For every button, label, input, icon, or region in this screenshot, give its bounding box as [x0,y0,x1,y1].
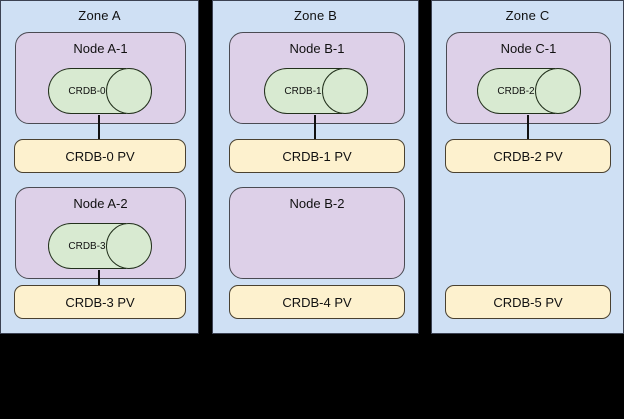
pod-crdb-1[interactable]: CRDB-1 [264,68,368,114]
pod-crdb-0[interactable]: CRDB-0 [48,68,152,114]
pod-cylinder-cap-icon [322,68,368,114]
pv-crdb-2-pv[interactable]: CRDB-2 PV [445,139,611,173]
zone-c-title: Zone C [505,8,550,23]
node-b-1-box[interactable]: Node B-1 CRDB-1 [229,32,405,124]
node-a-2-box[interactable]: Node A-2 CRDB-3 [15,187,186,279]
node-a-2-label: Node A-2 [73,196,128,211]
node-c-1-label: Node C-1 [500,41,557,56]
pv-crdb-1-pv[interactable]: CRDB-1 PV [229,139,405,173]
pod-cylinder-cap-icon [106,223,152,269]
node-b-2-label: Node B-2 [289,196,345,211]
connector-crdb-0-to-pv [98,115,100,141]
node-a-1-box[interactable]: Node A-1 CRDB-0 [15,32,186,124]
pod-crdb-2-label: CRDB-2 [497,85,535,97]
pod-crdb-3[interactable]: CRDB-3 [48,223,152,269]
connector-crdb-1-to-pv [314,115,316,141]
zone-b-title: Zone B [293,8,338,23]
pod-crdb-2[interactable]: CRDB-2 [477,68,581,114]
connector-crdb-3-to-pv [98,270,100,286]
pod-crdb-1-label: CRDB-1 [284,85,322,97]
pod-cylinder-cap-icon [535,68,581,114]
node-b-2-box[interactable]: Node B-2 [229,187,405,279]
node-b-1-label: Node B-1 [289,41,345,56]
pod-crdb-3-label: CRDB-3 [68,240,106,252]
pod-crdb-0-label: CRDB-0 [68,85,106,97]
zone-a-title: Zone A [78,8,121,23]
pv-crdb-3-pv[interactable]: CRDB-3 PV [14,285,186,319]
node-a-1-label: Node A-1 [73,41,128,56]
connector-crdb-2-to-pv [527,115,529,141]
pv-crdb-5-pv[interactable]: CRDB-5 PV [445,285,611,319]
pv-crdb-4-pv[interactable]: CRDB-4 PV [229,285,405,319]
pod-cylinder-cap-icon [106,68,152,114]
pv-crdb-0-pv[interactable]: CRDB-0 PV [14,139,186,173]
zone-a-container[interactable]: Zone A Node A-1 CRDB-0 CRDB-0 PV Node A-… [0,0,199,334]
zone-b-container[interactable]: Zone B Node B-1 CRDB-1 CRDB-1 PV Node B-… [212,0,419,334]
zone-c-container[interactable]: Zone C Node C-1 CRDB-2 CRDB-2 PV CRDB-5 … [431,0,624,334]
node-c-1-box[interactable]: Node C-1 CRDB-2 [446,32,611,124]
